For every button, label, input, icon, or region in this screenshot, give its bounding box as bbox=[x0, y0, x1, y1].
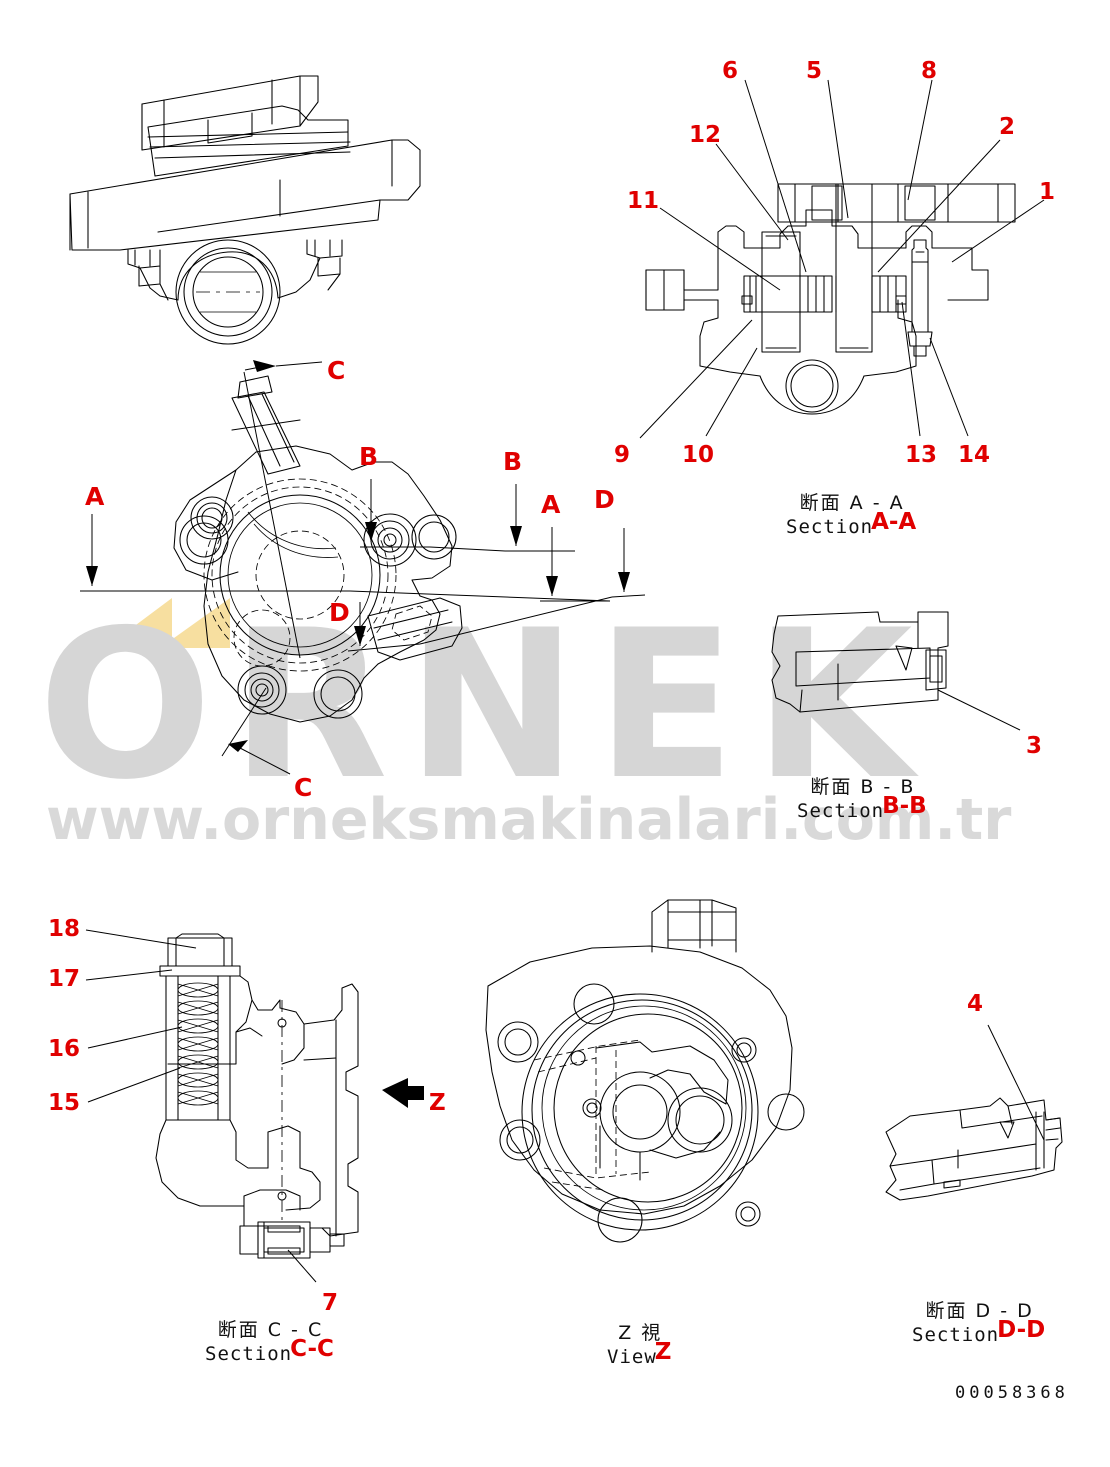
main-front-view-geometry bbox=[80, 360, 646, 775]
callout-8: 8 bbox=[921, 58, 938, 84]
caption-view-z: Z 視 ViewZ bbox=[607, 1318, 673, 1369]
callout-7: 7 bbox=[322, 1290, 339, 1316]
callout-6: 6 bbox=[722, 58, 739, 84]
caption-bb-jp: 断面 B - B bbox=[810, 776, 916, 798]
callout-14: 14 bbox=[958, 442, 991, 468]
caption-z-jp: Z 視 bbox=[618, 1322, 663, 1344]
callout-16: 16 bbox=[48, 1036, 81, 1062]
caption-bb-tag: B-B bbox=[882, 793, 927, 819]
callout-10: 10 bbox=[682, 442, 715, 468]
caption-z-tag: Z bbox=[654, 1339, 672, 1365]
section-aa-geometry bbox=[639, 79, 1045, 439]
section-marker-a-left: A bbox=[85, 482, 105, 511]
callout-12: 12 bbox=[689, 122, 722, 148]
caption-aa-en: Section bbox=[786, 516, 874, 538]
caption-section-bb: 断面 B - B SectionB-B bbox=[797, 772, 929, 823]
caption-z-en: View bbox=[607, 1346, 657, 1368]
section-cc-geometry bbox=[85, 929, 424, 1283]
caption-cc-jp: 断面 C - C bbox=[217, 1319, 324, 1341]
callout-3: 3 bbox=[1026, 733, 1043, 759]
section-marker-b-right: B bbox=[503, 447, 523, 476]
iso-assembly-outline bbox=[69, 75, 421, 345]
callout-5: 5 bbox=[806, 58, 823, 84]
caption-cc-tag: C-C bbox=[290, 1336, 334, 1362]
caption-section-aa: 断面 A - A SectionA-A bbox=[786, 488, 918, 539]
caption-section-cc: 断面 C - C SectionC-C bbox=[205, 1315, 336, 1366]
section-marker-c-bottom: C bbox=[294, 773, 313, 802]
caption-section-dd: 断面 D - D SectionD-D bbox=[912, 1296, 1047, 1347]
callout-2: 2 bbox=[999, 114, 1016, 140]
section-bb-geometry bbox=[771, 611, 1021, 731]
caption-dd-tag: D-D bbox=[997, 1317, 1046, 1343]
callout-1: 1 bbox=[1039, 179, 1056, 205]
callout-15: 15 bbox=[48, 1090, 81, 1116]
section-dd-geometry bbox=[885, 1024, 1063, 1201]
caption-aa-jp: 断面 A - A bbox=[799, 492, 905, 514]
section-marker-a-right: A bbox=[541, 490, 561, 519]
caption-dd-jp: 断面 D - D bbox=[925, 1300, 1034, 1322]
section-marker-d-right: D bbox=[594, 485, 615, 514]
view-z-arrow-label: Z bbox=[429, 1090, 446, 1116]
callout-18: 18 bbox=[48, 916, 81, 942]
caption-aa-tag: A-A bbox=[871, 509, 917, 535]
caption-bb-en: Section bbox=[797, 800, 885, 822]
view-z-geometry bbox=[485, 899, 805, 1243]
callout-11: 11 bbox=[627, 188, 660, 214]
callout-13: 13 bbox=[905, 442, 938, 468]
caption-dd-en: Section bbox=[912, 1324, 1000, 1346]
drawing-number: 00058368 bbox=[955, 1383, 1069, 1403]
section-marker-c-top: C bbox=[327, 356, 346, 385]
caption-cc-en: Section bbox=[205, 1343, 293, 1365]
callout-4: 4 bbox=[967, 991, 984, 1017]
section-marker-d-left: D bbox=[329, 598, 350, 627]
section-marker-b-left: B bbox=[359, 442, 379, 471]
callout-17: 17 bbox=[48, 966, 81, 992]
callout-9: 9 bbox=[614, 442, 631, 468]
